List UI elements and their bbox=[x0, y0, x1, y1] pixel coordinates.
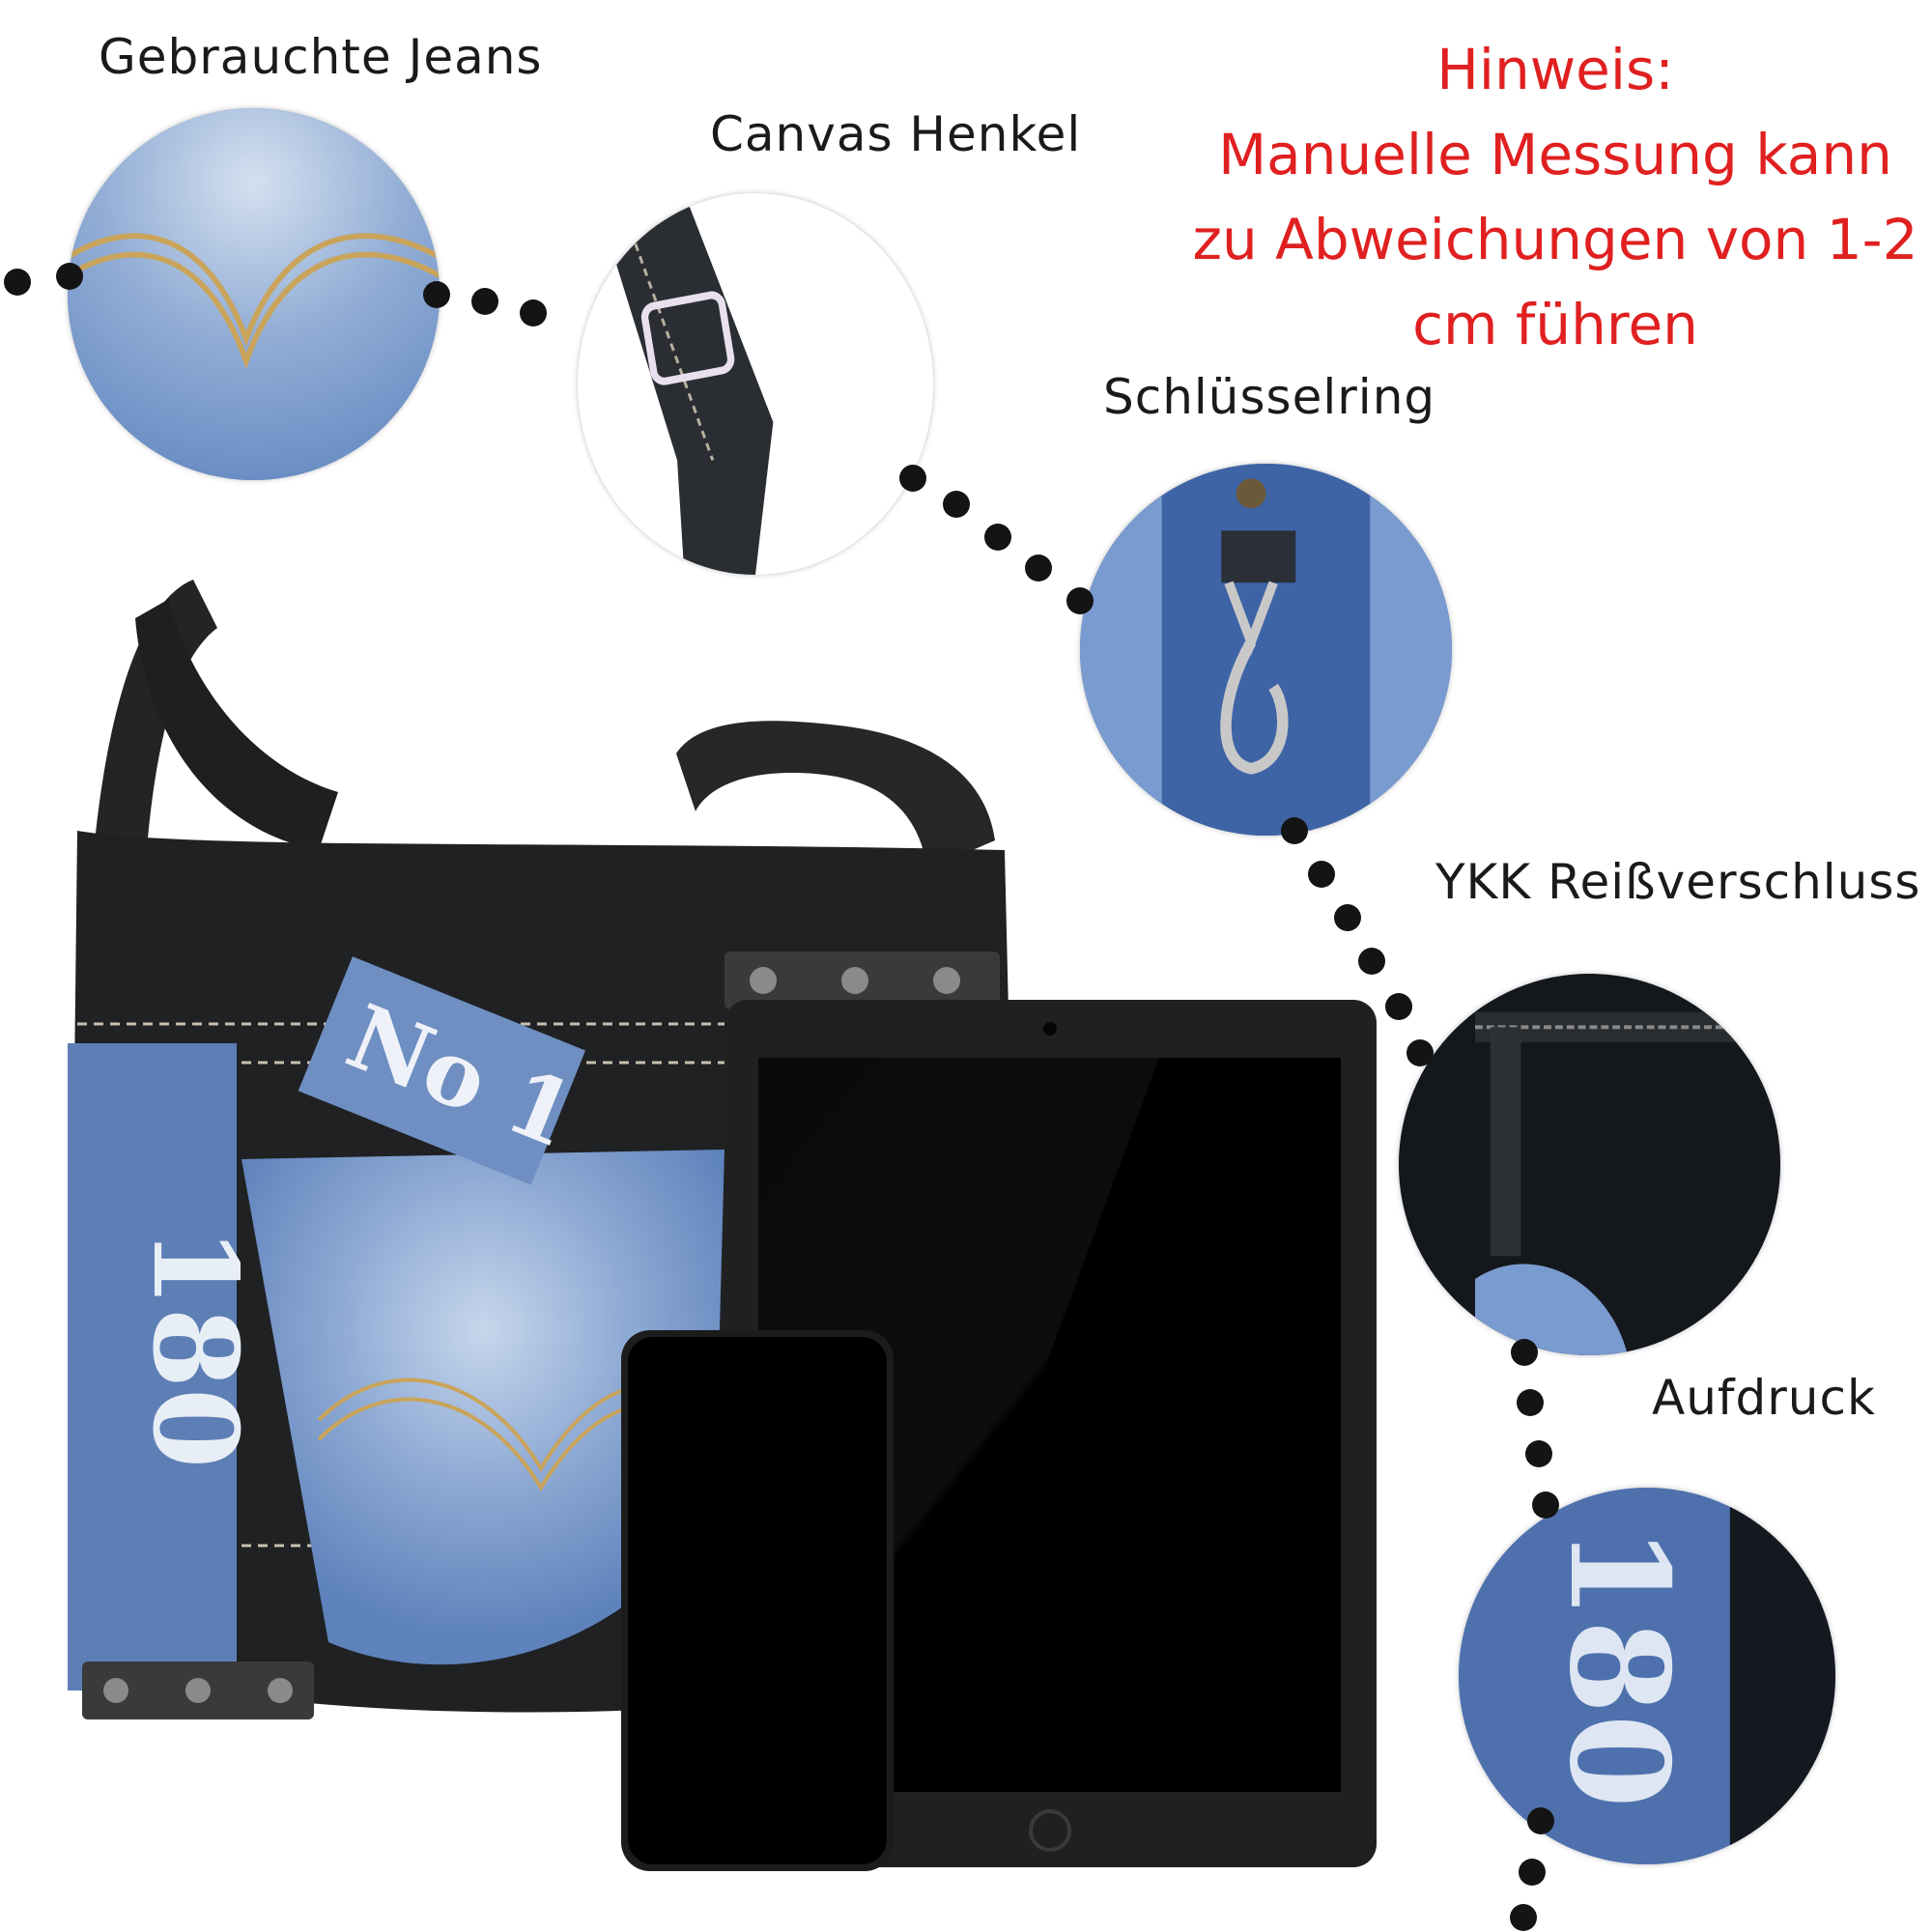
label-gebrauchte-jeans: Gebrauchte Jeans bbox=[99, 29, 543, 85]
note-line-2: zu Abweichungen von 1-2 bbox=[1192, 207, 1918, 272]
print-detail-text: 180 bbox=[1539, 1525, 1698, 1808]
detail-circle-zipper bbox=[1399, 974, 1780, 1355]
bag-print-text: 180 bbox=[127, 1227, 263, 1469]
detail-circle-jeans bbox=[68, 108, 440, 480]
label-schluesselring: Schlüsselring bbox=[1103, 369, 1436, 425]
detail-circle-print: 180 bbox=[1459, 1488, 1835, 1864]
measurement-note: Hinweis: Manuelle Messung kann zu Abweic… bbox=[1188, 27, 1922, 367]
note-line-1: Manuelle Messung kann bbox=[1218, 122, 1892, 187]
phone-icon bbox=[621, 1330, 894, 1871]
detail-circle-keyring bbox=[1080, 464, 1452, 836]
label-canvas-henkel: Canvas Henkel bbox=[710, 106, 1082, 162]
detail-circle-canvas-handle bbox=[578, 193, 933, 575]
label-ykk-reissverschluss: YKK Reißverschluss bbox=[1435, 854, 1921, 910]
bag-strap bbox=[92, 580, 995, 874]
label-aufdruck: Aufdruck bbox=[1652, 1370, 1876, 1426]
note-title: Hinweis: bbox=[1436, 37, 1674, 102]
note-line-3: cm führen bbox=[1412, 292, 1698, 357]
